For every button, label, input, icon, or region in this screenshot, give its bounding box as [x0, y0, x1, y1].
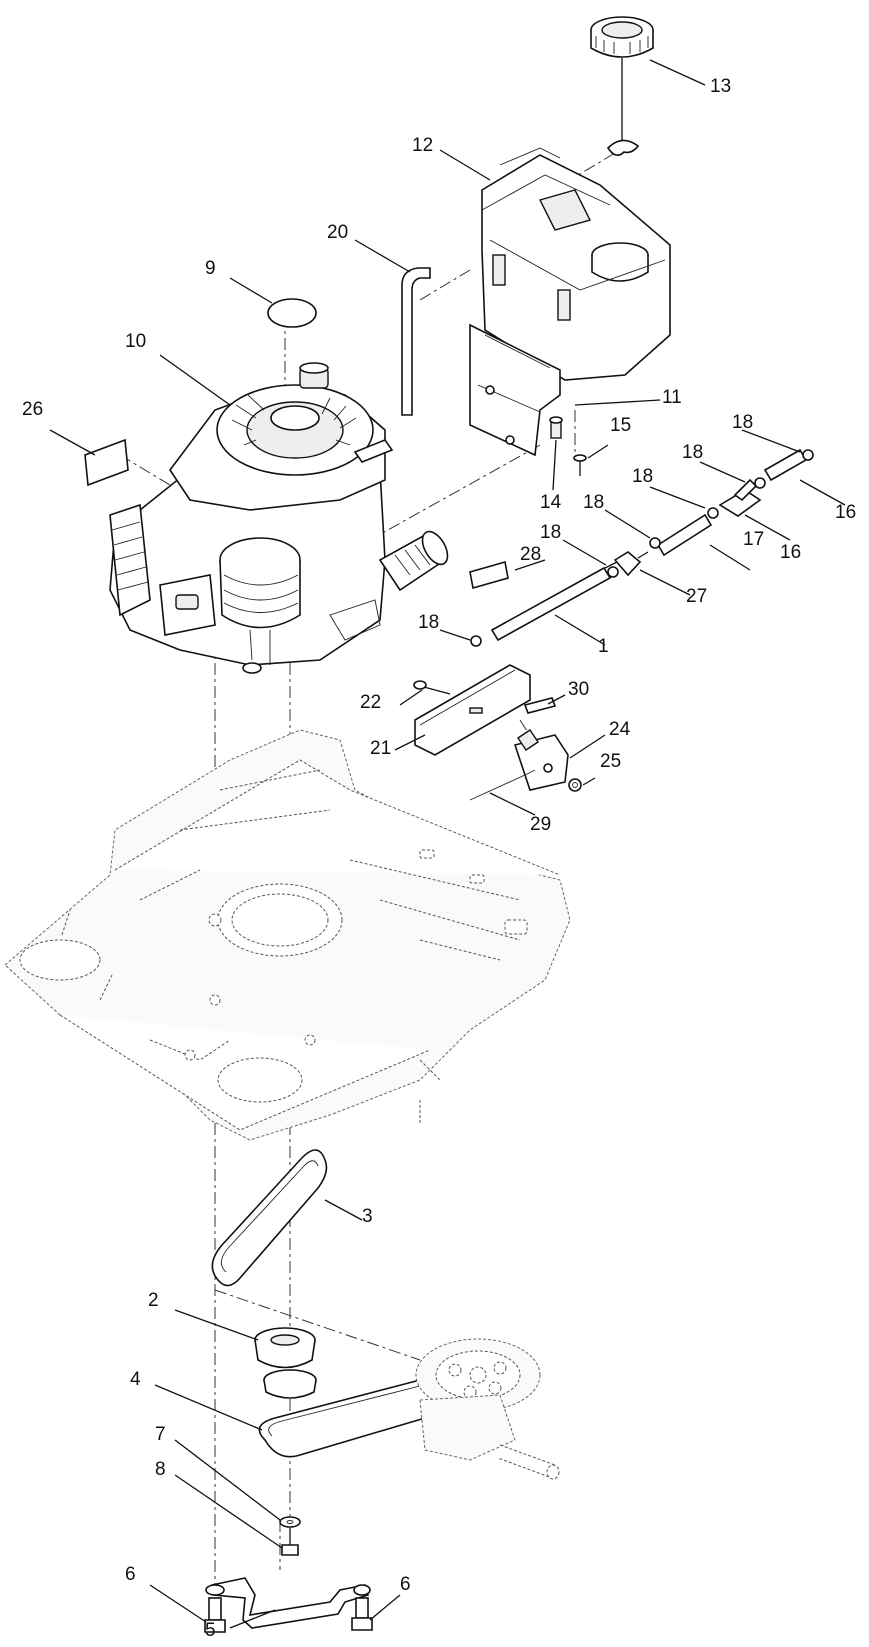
- fuel-tank: [481, 147, 671, 381]
- shutoff-valve: [718, 478, 762, 517]
- tank-screw: [573, 454, 587, 476]
- callout-6a: 6: [125, 1564, 136, 1585]
- throttle-insulator: [523, 697, 557, 714]
- callout-10: 10: [125, 331, 146, 352]
- mower-frame: [4, 729, 571, 1141]
- callout-24: 24: [609, 719, 631, 740]
- brace-bolt-right: [351, 1597, 373, 1631]
- fuel-cap: [590, 16, 654, 156]
- callout-9: 9: [205, 258, 216, 279]
- callout-15: 15: [610, 415, 631, 436]
- callout-13: 13: [710, 76, 731, 97]
- fuel-hose-upper: [763, 448, 808, 482]
- brace-bolt-left: [204, 1597, 226, 1633]
- throttle-wire: [469, 769, 536, 801]
- callout-16b: 16: [780, 542, 801, 563]
- tank-fitting: [549, 416, 563, 439]
- belt-guide-brace: [205, 1577, 371, 1629]
- pulley-washer: [279, 1516, 301, 1528]
- callout-18d: 18: [583, 492, 604, 513]
- lever-nut: [568, 778, 582, 792]
- callout-25: 25: [600, 751, 621, 772]
- callout-5: 5: [205, 1620, 216, 1641]
- transaxle: [415, 1338, 560, 1480]
- callout-8: 8: [155, 1459, 166, 1480]
- callout-22: 22: [360, 692, 381, 713]
- callout-28: 28: [520, 544, 541, 565]
- drive-belt-upper: [211, 1149, 328, 1287]
- callout-3: 3: [362, 1206, 373, 1227]
- engine-pulley: [254, 1327, 317, 1399]
- callout-16a: 16: [835, 502, 856, 523]
- engine-decal: [267, 298, 317, 328]
- callout-14: 14: [540, 492, 562, 513]
- tank-bracket: [469, 323, 561, 457]
- callout-21: 21: [370, 738, 391, 759]
- callout-18c: 18: [632, 466, 653, 487]
- bracket-bolt: [413, 680, 451, 695]
- vent-hose: [401, 267, 431, 416]
- callout-29: 29: [530, 814, 551, 835]
- callout-27: 27: [686, 586, 707, 607]
- hose-clamps: [470, 449, 814, 647]
- callout-1: 1: [598, 636, 609, 657]
- engine-assembly: [109, 362, 449, 674]
- engine-label: [84, 438, 129, 487]
- callout-4: 4: [130, 1369, 141, 1390]
- callout-18b: 18: [682, 442, 703, 463]
- callout-17: 17: [743, 529, 764, 550]
- callout-18f: 18: [418, 612, 439, 633]
- fuel-hose-mid: [656, 513, 713, 557]
- callout-12: 12: [412, 135, 433, 156]
- throttle-lever: [513, 729, 569, 791]
- pulley-bolt: [281, 1528, 299, 1556]
- callout-18a: 18: [732, 412, 753, 433]
- fuel-filter: [604, 551, 649, 577]
- throttle-bracket: [414, 664, 531, 756]
- filter-decal: [469, 560, 509, 590]
- callout-11: 11: [662, 387, 682, 408]
- callout-2: 2: [148, 1290, 159, 1311]
- callout-26: 26: [22, 399, 43, 420]
- callout-18e: 18: [540, 522, 561, 543]
- callout-20: 20: [327, 222, 348, 243]
- fuel-hose-long: [490, 566, 612, 642]
- callout-30: 30: [568, 679, 589, 700]
- callout-7: 7: [155, 1424, 166, 1445]
- leader-lines: [49, 59, 846, 1629]
- callout-6b: 6: [400, 1574, 411, 1595]
